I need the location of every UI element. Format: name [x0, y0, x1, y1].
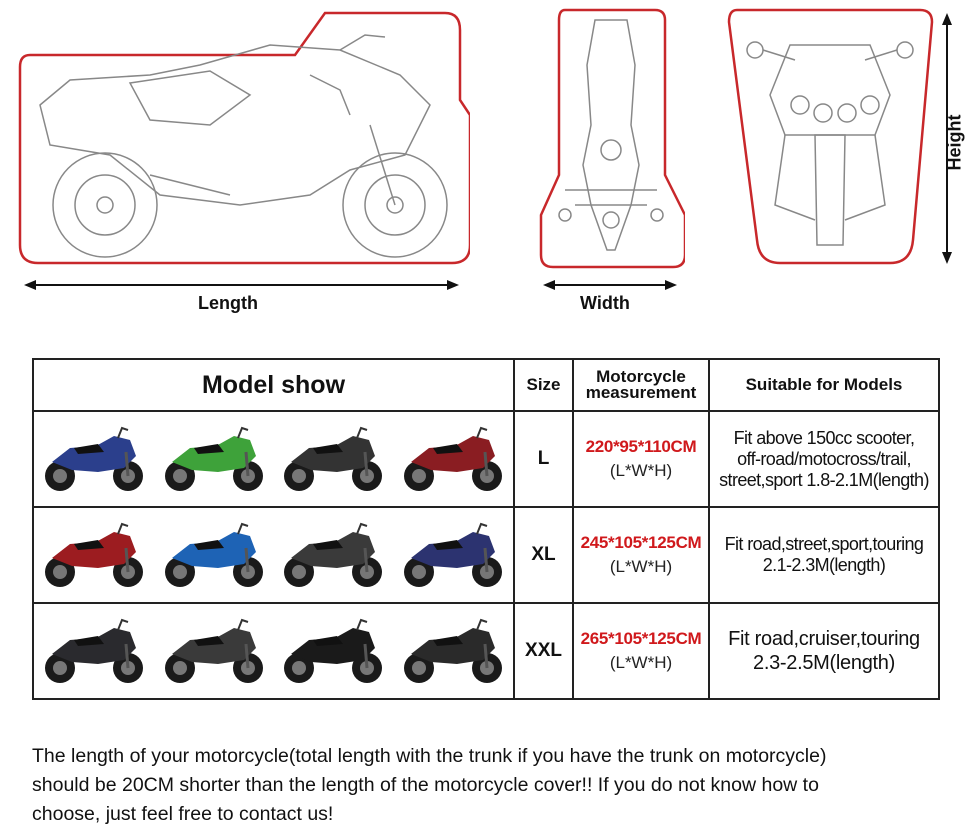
top-view-diagram: [539, 8, 685, 290]
motorcycle-image: [284, 522, 383, 587]
footer-line-2: should be 20CM shorter than the length o…: [32, 774, 819, 796]
bike-images: [34, 412, 513, 506]
footer-note: The length of your motorcycle(total leng…: [32, 742, 952, 829]
front-cover-outline: [727, 8, 934, 265]
header-suitable: Suitable for Models: [708, 358, 940, 412]
motorcycle-image: [164, 618, 263, 683]
motorcycle-image: [44, 522, 143, 587]
top-cover-outline: [539, 8, 685, 269]
motorcycle-image: [284, 426, 383, 491]
measurement-cell: 245*105*125CM (L*W*H): [572, 506, 710, 604]
size-table: Model show Size Motorcycle measurement S…: [32, 358, 940, 700]
motorcycle-image: [164, 522, 263, 587]
model-images-cell: [32, 506, 515, 604]
length-label: Length: [198, 293, 258, 313]
motorcycle-image: [284, 618, 383, 683]
bike-images: [34, 604, 513, 698]
measurement-value: 220*95*110CM: [585, 437, 697, 456]
table-row: L 220*95*110CM (L*W*H) Fit above 150cc s…: [32, 410, 940, 508]
measurement-unit: (L*W*H): [609, 557, 673, 576]
side-motorcycle-sketch: [39, 34, 448, 258]
footer-line-1: The length of your motorcycle(total leng…: [32, 745, 827, 767]
header-size: Size: [513, 358, 574, 412]
size-cell: XL: [513, 506, 574, 604]
suitable-cell: Fit above 150cc scooter, off-road/motocr…: [708, 410, 940, 508]
height-label: Height: [944, 114, 965, 171]
measurement-unit: (L*W*H): [609, 653, 673, 672]
suitable-cell: Fit road,street,sport,touring 2.1-2.3M(l…: [708, 506, 940, 604]
front-view-diagram: [727, 8, 952, 265]
size-cell: XXL: [513, 602, 574, 700]
motorcycle-image: [44, 618, 143, 683]
motorcycle-image: [44, 426, 143, 491]
motorcycle-image: [404, 618, 503, 683]
footer-line-3: choose, just feel free to contact us!: [32, 803, 334, 825]
width-label: Width: [580, 293, 630, 313]
model-images-cell: [32, 602, 515, 700]
header-model-show: Model show: [32, 358, 515, 412]
motorcycle-image: [404, 522, 503, 587]
table-row: XL 245*105*125CM (L*W*H) Fit road,street…: [32, 506, 940, 604]
side-view-diagram: [18, 11, 470, 290]
model-images-cell: [32, 410, 515, 508]
motorcycle-image: [164, 426, 263, 491]
measurement-cell: 220*95*110CM (L*W*H): [572, 410, 710, 508]
side-cover-outline: [18, 11, 470, 265]
measurement-value: 245*105*125CM: [580, 533, 702, 552]
front-motorcycle-sketch: [746, 41, 914, 246]
top-motorcycle-sketch: [558, 19, 664, 251]
header-measurement: Motorcycle measurement: [572, 358, 710, 412]
size-cell: L: [513, 410, 574, 508]
measurement-unit: (L*W*H): [609, 461, 673, 480]
bike-images: [34, 508, 513, 602]
measurement-value: 265*105*125CM: [580, 629, 702, 648]
table-row: XXL 265*105*125CM (L*W*H) Fit road,cruis…: [32, 602, 940, 700]
measurement-cell: 265*105*125CM (L*W*H): [572, 602, 710, 700]
suitable-cell: Fit road,cruiser,touring 2.3-2.5M(length…: [708, 602, 940, 700]
motorcycle-image: [404, 426, 503, 491]
table-header-row: Model show Size Motorcycle measurement S…: [32, 358, 940, 412]
